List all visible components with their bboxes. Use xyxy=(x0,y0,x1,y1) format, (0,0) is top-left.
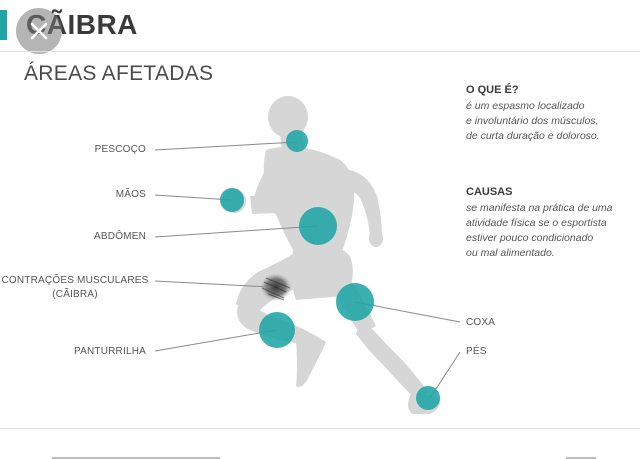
what-heading: O QUE É? xyxy=(466,84,519,96)
what-line: de curta duração e doloroso. xyxy=(466,130,600,142)
close-icon xyxy=(30,22,48,40)
runner-silhouette xyxy=(222,96,441,414)
header xyxy=(0,0,640,52)
leader-maos xyxy=(154,194,233,201)
leader-abdomen xyxy=(154,225,319,238)
section-subtitle: ÁREAS AFETADAS xyxy=(24,62,214,85)
label-contracoes: CONTRAÇÕES MUSCULARES (CÃIBRA) xyxy=(0,275,150,300)
what-line: e involuntário dos músculos, xyxy=(466,115,599,127)
bottom-divider xyxy=(0,428,640,429)
label-maos: MÃOS xyxy=(115,189,146,200)
accent-bar xyxy=(0,10,7,40)
leader-lines xyxy=(154,141,461,399)
causes-heading: CAUSAS xyxy=(466,186,513,198)
leader-contracoes xyxy=(154,280,271,288)
close-button[interactable] xyxy=(16,8,62,54)
causes-text: se manifesta na prática de uma atividade… xyxy=(466,201,638,261)
marker-abdomen xyxy=(299,207,337,245)
header-divider xyxy=(0,51,640,52)
label-pescoco: PESCOÇO xyxy=(94,144,146,155)
causes-line: atividade física se o esportista xyxy=(466,217,607,229)
what-line: é um espasmo localizado xyxy=(466,100,585,112)
marker-pes xyxy=(416,386,440,410)
marker-pescoco xyxy=(286,130,308,152)
causes-line: se manifesta na prática de uma xyxy=(466,202,613,214)
what-text: é um espasmo localizado e involuntário d… xyxy=(466,99,638,144)
marker-coxa xyxy=(336,283,374,321)
label-contracoes-line2: (CÃIBRA) xyxy=(52,289,98,300)
label-panturrilha: PANTURRILHA xyxy=(73,346,146,357)
footer-line-left xyxy=(52,457,220,459)
leader-panturrilha xyxy=(154,329,278,352)
label-contracoes-line1: CONTRAÇÕES MUSCULARES xyxy=(1,275,149,286)
footer-line-right xyxy=(566,457,596,459)
causes-line: ou mal alimentado. xyxy=(466,247,555,259)
marker-maos xyxy=(220,188,244,212)
label-coxa: COXA xyxy=(466,317,496,328)
cramp-hatching xyxy=(261,277,291,301)
label-abdomen: ABDÔMEN xyxy=(94,231,146,242)
causes-line: estiver pouco condicionado xyxy=(466,232,594,244)
label-pes: PÉS xyxy=(466,346,487,357)
marker-panturrilha xyxy=(259,312,295,348)
leader-pescoco xyxy=(154,141,298,151)
markers xyxy=(220,130,440,410)
